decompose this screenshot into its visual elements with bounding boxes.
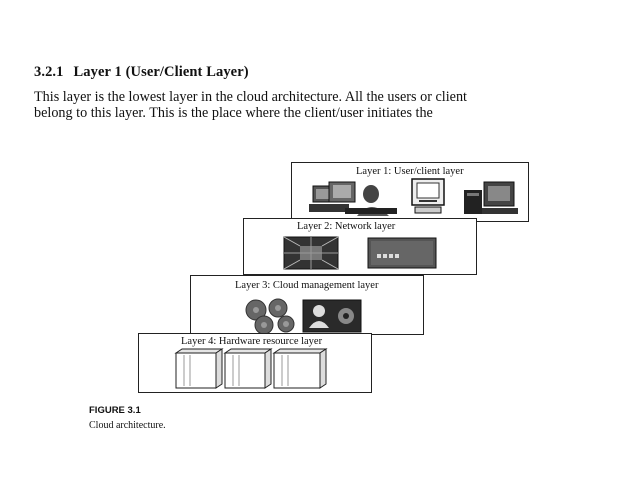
workstation-icon: [309, 181, 397, 216]
section-heading: 3.2.1 Layer 1 (User/Client Layer): [34, 64, 249, 81]
admin-console-icon: [302, 299, 362, 333]
server-rack-icon: [272, 348, 328, 389]
paragraph: This layer is the lowest layer in the cl…: [34, 89, 594, 121]
desktop-computer-icon: [411, 178, 445, 214]
section-title: Layer 1 (User/Client Layer): [73, 64, 249, 80]
network-device-icon: [367, 237, 437, 269]
paragraph-line-1: This layer is the lowest layer in the cl…: [34, 89, 467, 105]
figure-caption-text: Cloud architecture.: [89, 420, 166, 431]
section-number: 3.2.1: [34, 64, 64, 80]
server-tower-icon: [464, 181, 518, 214]
figure-caption-title: FIGURE 3.1: [89, 405, 141, 416]
layer-1-label: Layer 1: User/client layer: [356, 166, 464, 177]
network-tunnel-icon: [283, 236, 339, 270]
layer-2-label: Layer 2: Network layer: [297, 221, 396, 232]
server-rack-icon: [223, 348, 273, 389]
layer-3-label: Layer 3: Cloud management layer: [235, 280, 379, 291]
server-rack-icon: [174, 348, 224, 389]
layer-2-box: [243, 218, 477, 275]
paragraph-line-2: belong to this layer. This is the place …: [34, 105, 433, 121]
layer-4-label: Layer 4: Hardware resource layer: [181, 336, 323, 347]
gears-icon: [245, 298, 295, 335]
